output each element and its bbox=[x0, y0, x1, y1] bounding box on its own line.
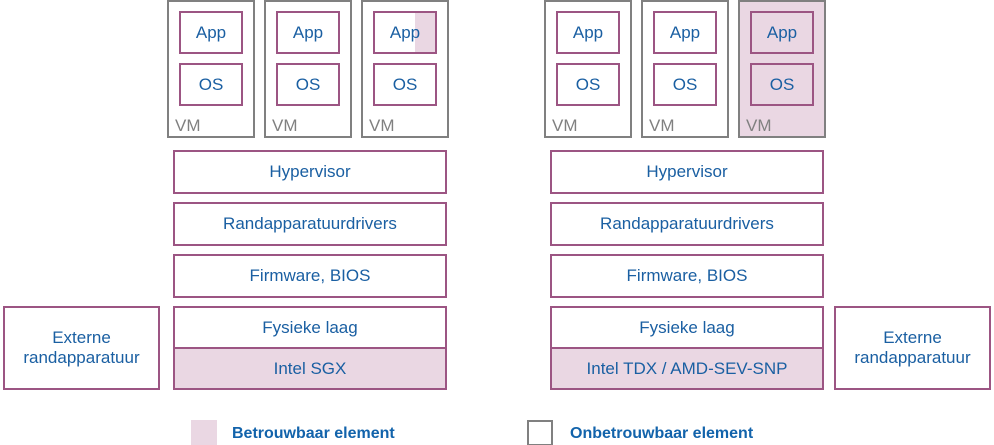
vm-label-right-3: VM bbox=[746, 116, 772, 135]
layer-box-right-drivers: Randapparatuurdrivers bbox=[550, 202, 824, 246]
layer-label: Hypervisor bbox=[269, 161, 351, 181]
os-box-left-3: OS bbox=[373, 63, 437, 106]
app-label: App bbox=[292, 22, 324, 42]
layer-label: Randapparatuurdrivers bbox=[223, 213, 397, 233]
layer-label: Hypervisor bbox=[646, 161, 728, 181]
app-box-left-1: App bbox=[179, 11, 243, 54]
os-box-right-3: OS bbox=[750, 63, 814, 106]
legend-swatch-untrusted-icon bbox=[527, 420, 553, 445]
peripherals-line-1: Externe bbox=[883, 327, 942, 347]
external-peripherals-right: Externe randapparatuur bbox=[834, 306, 991, 390]
os-box-left-1: OS bbox=[179, 63, 243, 106]
layer-label-physical: Fysieke laag bbox=[639, 317, 735, 337]
legend-label-trusted: Betrouwbaar element bbox=[232, 425, 395, 442]
os-label: OS bbox=[575, 74, 601, 94]
layer-label: Firmware, BIOS bbox=[249, 265, 371, 285]
vm-label-right-1: VM bbox=[552, 116, 578, 135]
vm-container-left-1: App OS VM bbox=[167, 0, 255, 138]
layer-box-left-hypervisor: Hypervisor bbox=[173, 150, 447, 194]
layer-label-tee-left: Intel SGX bbox=[175, 347, 445, 388]
app-label: App bbox=[766, 22, 798, 42]
app-label: App bbox=[669, 22, 701, 42]
external-peripherals-left: Externe randapparatuur bbox=[3, 306, 160, 390]
vm-container-left-2: App OS VM bbox=[264, 0, 352, 138]
layer-box-left-firmware: Firmware, BIOS bbox=[173, 254, 447, 298]
vm-container-right-2: App OS VM bbox=[641, 0, 729, 138]
app-label: App bbox=[195, 22, 227, 42]
os-box-right-2: OS bbox=[653, 63, 717, 106]
os-label: OS bbox=[295, 74, 321, 94]
app-box-left-2: App bbox=[276, 11, 340, 54]
legend-label-untrusted: Onbetrouwbaar element bbox=[570, 425, 754, 442]
layer-box-left-physical-split: Fysieke laag Intel SGX bbox=[173, 306, 447, 390]
app-box-right-3: App bbox=[750, 11, 814, 54]
vm-label-left-1: VM bbox=[175, 116, 201, 135]
vm-container-left-3: App OS VM bbox=[361, 0, 449, 138]
os-box-left-2: OS bbox=[276, 63, 340, 106]
app-box-left-3: App bbox=[373, 11, 437, 54]
app-box-right-1: App bbox=[556, 11, 620, 54]
os-label: OS bbox=[392, 74, 418, 94]
app-label: App bbox=[389, 22, 421, 42]
vm-label-left-3: VM bbox=[369, 116, 395, 135]
layer-label: Firmware, BIOS bbox=[626, 265, 748, 285]
vm-container-right-1: App OS VM bbox=[544, 0, 632, 138]
os-label: OS bbox=[769, 74, 795, 94]
vm-container-right-3: App OS VM bbox=[738, 0, 826, 138]
vm-label-right-2: VM bbox=[649, 116, 675, 135]
layer-box-left-drivers: Randapparatuurdrivers bbox=[173, 202, 447, 246]
peripherals-line-2: randapparatuur bbox=[854, 348, 971, 367]
layer-box-right-hypervisor: Hypervisor bbox=[550, 150, 824, 194]
os-box-right-1: OS bbox=[556, 63, 620, 106]
legend-swatch-trusted-icon bbox=[191, 420, 217, 445]
layer-label: Randapparatuurdrivers bbox=[600, 213, 774, 233]
vm-label-left-2: VM bbox=[272, 116, 298, 135]
layer-label-physical: Fysieke laag bbox=[262, 317, 358, 337]
layer-box-right-firmware: Firmware, BIOS bbox=[550, 254, 824, 298]
peripherals-line-1: Externe bbox=[52, 327, 111, 347]
os-label: OS bbox=[198, 74, 224, 94]
peripherals-line-2: randapparatuur bbox=[23, 348, 140, 367]
app-box-right-2: App bbox=[653, 11, 717, 54]
layer-label-tee-right: Intel TDX / AMD-SEV-SNP bbox=[552, 347, 822, 388]
layer-box-right-physical-split: Fysieke laag Intel TDX / AMD-SEV-SNP bbox=[550, 306, 824, 390]
os-label: OS bbox=[672, 74, 698, 94]
app-label: App bbox=[572, 22, 604, 42]
